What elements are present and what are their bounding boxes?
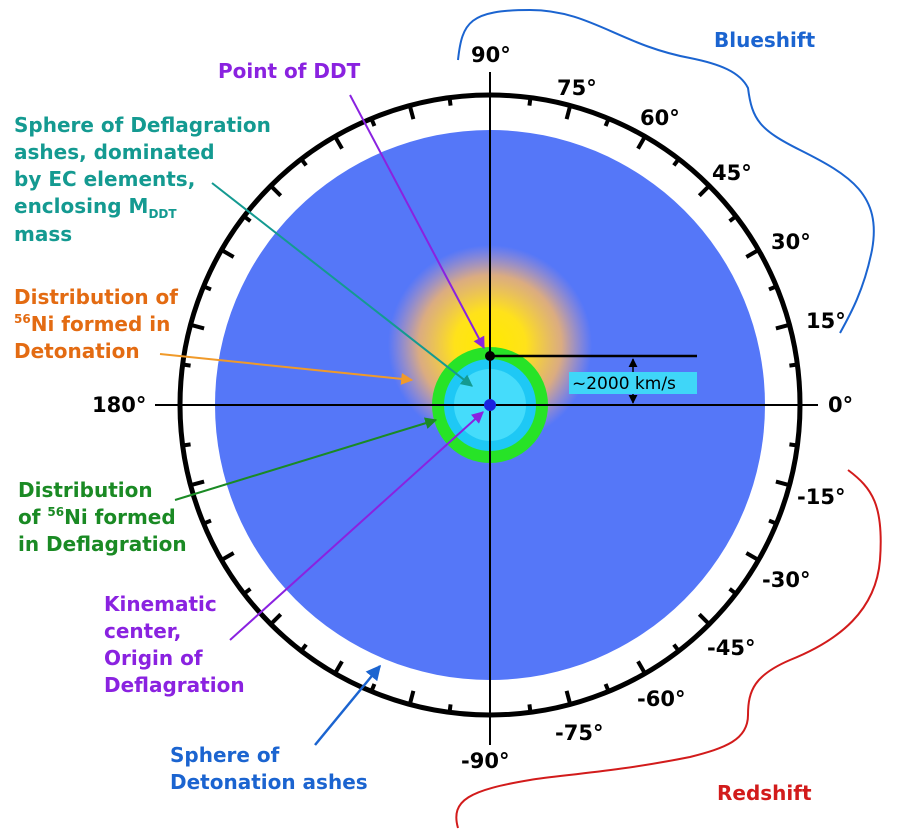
angle-label-15: 15° xyxy=(806,309,846,333)
angle-tick xyxy=(202,518,212,526)
angle-tick xyxy=(220,551,235,562)
ddt-point xyxy=(485,351,495,361)
kinematic-center-dot xyxy=(484,399,496,411)
angle-tick xyxy=(672,643,681,653)
angle-tick xyxy=(190,322,205,331)
det-sphere-label-2: Detonation ashes xyxy=(170,770,368,794)
redshift-brace xyxy=(455,469,882,829)
kinematic-label-1: Kinematic xyxy=(104,592,217,616)
angle-tick xyxy=(768,518,778,526)
angle-tick xyxy=(369,683,377,693)
angle-tick xyxy=(775,322,790,331)
angle-label-neg15: -15° xyxy=(797,485,845,509)
det-ni-label-2: 56Ni formed in xyxy=(14,312,170,336)
angle-tick xyxy=(182,362,191,368)
deflag-sphere-label-1: Sphere of Deflagration xyxy=(14,113,271,137)
angle-label-45: 45° xyxy=(712,161,752,185)
angle-tick xyxy=(564,690,573,705)
angle-tick xyxy=(447,97,453,106)
angle-tick xyxy=(447,704,453,713)
angle-tick xyxy=(299,643,308,653)
angle-tick xyxy=(745,551,760,562)
angle-tick xyxy=(603,117,611,127)
det-sphere-label-1: Sphere of xyxy=(170,743,280,767)
angle-tick xyxy=(242,214,252,223)
angle-tick xyxy=(527,704,533,713)
kinematic-label-4: Deflagration xyxy=(104,673,245,697)
angle-label-90: 90° xyxy=(471,43,511,67)
angle-tick xyxy=(527,97,533,106)
angle-ticks xyxy=(182,97,798,713)
angle-tick xyxy=(202,284,212,292)
angle-tick xyxy=(603,683,611,693)
angle-label-neg30: -30° xyxy=(762,568,810,592)
deflag-ni-arrow xyxy=(174,417,438,501)
angle-tick xyxy=(190,479,205,488)
angle-tick xyxy=(269,612,283,626)
angle-tick xyxy=(636,660,647,675)
kinematic-arrow xyxy=(229,411,484,641)
blueshift-brace xyxy=(457,8,875,334)
angle-label-75: 75° xyxy=(557,76,597,100)
det-ni-arrow xyxy=(159,353,414,385)
kinematic-label-2: center, xyxy=(104,619,181,643)
deflag-ni-label-1: Distribution xyxy=(18,478,153,502)
angle-tick xyxy=(789,442,798,448)
angle-label-30: 30° xyxy=(771,230,811,254)
angle-tick xyxy=(299,157,308,167)
deflag-sphere-label-3: by EC elements, xyxy=(14,167,195,191)
det-sphere-arrow xyxy=(314,664,381,746)
angle-tick xyxy=(369,117,377,127)
angle-tick xyxy=(242,587,252,596)
deflag-sphere-label-4: enclosing MDDT xyxy=(14,194,177,221)
point-ddt-arrow xyxy=(349,94,485,350)
angle-tick xyxy=(745,248,760,259)
angle-tick xyxy=(333,660,344,675)
angle-label-0: 0° xyxy=(828,393,853,417)
angle-label-neg60: -60° xyxy=(637,687,685,711)
angle-label-neg45: -45° xyxy=(707,636,755,660)
angle-tick xyxy=(728,587,738,596)
angle-tick xyxy=(564,105,573,120)
det-ni-label-1: Distribution of xyxy=(14,285,178,309)
angle-label-180: 180° xyxy=(92,393,146,417)
angle-tick xyxy=(697,612,711,626)
point-ddt-label: Point of DDT xyxy=(218,59,361,83)
kinematic-label-3: Origin of xyxy=(104,646,203,670)
angle-tick xyxy=(407,105,416,120)
angle-tick xyxy=(220,248,235,259)
angle-tick xyxy=(182,442,191,448)
angle-label-neg90: -90° xyxy=(461,749,509,773)
angle-tick xyxy=(768,284,778,292)
angle-tick xyxy=(333,135,344,150)
angle-tick xyxy=(269,184,283,198)
angle-label-60: 60° xyxy=(640,106,680,130)
deflag-sphere-arrow xyxy=(211,182,473,387)
angle-tick xyxy=(636,135,647,150)
det-ni-label-3: Detonation xyxy=(14,339,140,363)
angle-label-neg75: -75° xyxy=(555,721,603,745)
angle-tick xyxy=(775,479,790,488)
angle-tick xyxy=(728,214,738,223)
deflag-sphere-label-2: ashes, dominated xyxy=(14,140,215,164)
angle-tick xyxy=(697,184,711,198)
velocity-label-box xyxy=(569,372,697,394)
velocity-label: ~2000 km/s xyxy=(572,374,676,394)
deflag-ni-label-2: of 56Ni formed xyxy=(18,505,176,529)
angle-tick xyxy=(672,157,681,167)
angle-tick xyxy=(407,690,416,705)
deflag-ni-label-3: in Deflagration xyxy=(18,532,187,556)
redshift-label: Redshift xyxy=(717,781,812,805)
angle-tick xyxy=(789,362,798,368)
deflag-sphere-label-5: mass xyxy=(14,222,72,246)
blueshift-label: Blueshift xyxy=(714,28,816,52)
